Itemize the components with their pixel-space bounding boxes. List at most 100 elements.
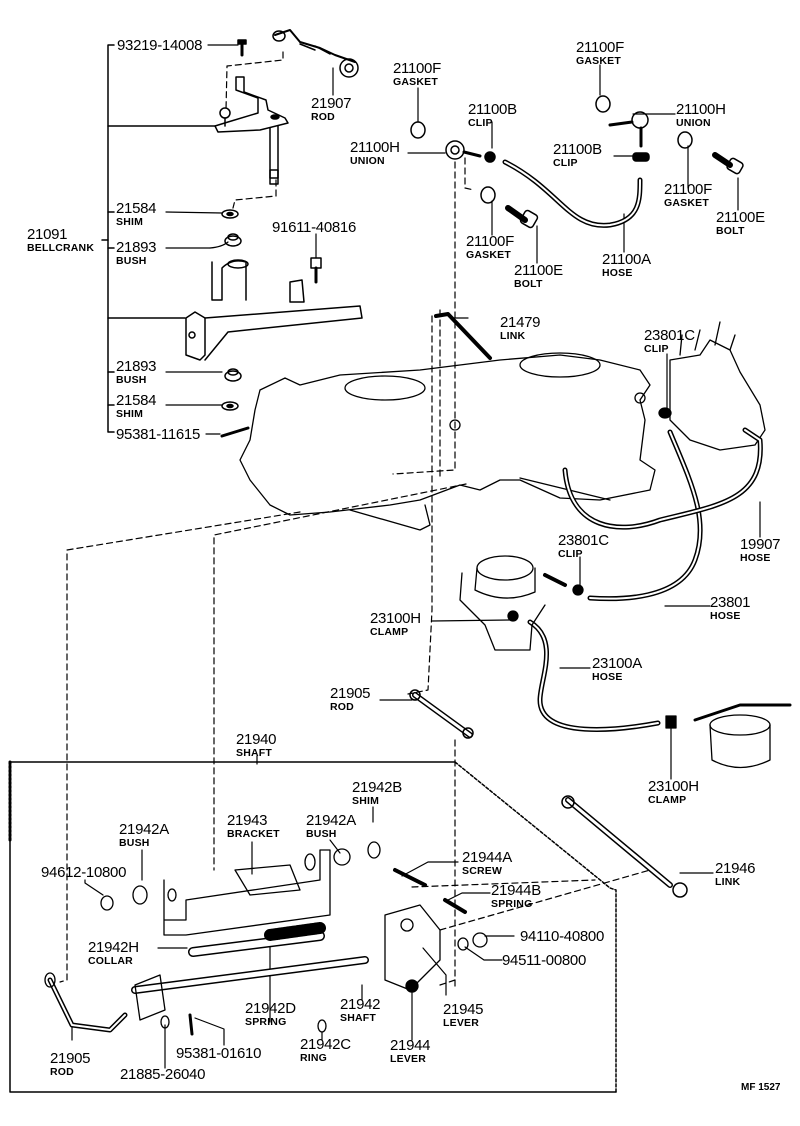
part-name: HOSE	[592, 671, 623, 683]
link-21946	[561, 795, 688, 898]
part-number: 23801C	[558, 532, 609, 549]
part-name: BUSH	[116, 255, 147, 267]
part-label-94511-00800[interactable]: 94511-00800	[502, 953, 586, 968]
part-label-94612-10800[interactable]: 94612-10800	[41, 865, 126, 880]
part-number: 21885-26040	[120, 1066, 206, 1083]
part-number: 21100B	[468, 101, 517, 118]
part-number: 21893	[116, 239, 157, 256]
part-number: 21100A	[602, 251, 651, 268]
part-name: SCREW	[462, 865, 503, 877]
part-name: SHAFT	[236, 747, 272, 759]
part-number: 21942A	[306, 812, 356, 829]
part-number: 19907	[740, 536, 781, 553]
bellcrank-21091	[214, 76, 289, 185]
part-number: 21942C	[300, 1036, 351, 1053]
part-number: 21100F	[466, 233, 514, 250]
part-number: 21905	[330, 685, 371, 702]
part-name: LEVER	[443, 1017, 480, 1029]
part-number: 21907	[311, 95, 352, 112]
part-name: ROD	[311, 111, 335, 123]
part-name: BOLT	[716, 225, 745, 237]
part-number: 21942B	[352, 779, 402, 796]
part-label-95381-01610[interactable]: 95381-01610	[176, 1046, 261, 1061]
assembly-dashed-lines	[59, 51, 651, 991]
part-number: 21091	[27, 226, 68, 243]
part-label-94110-40800[interactable]: 94110-40800	[520, 929, 604, 944]
part-label-93219-14008[interactable]: 93219-14008	[117, 38, 202, 53]
part-number: 91611-40816	[272, 219, 357, 236]
part-name: GASKET	[664, 197, 709, 209]
part-number: 93219-14008	[117, 37, 203, 54]
part-number: 23100H	[370, 610, 421, 627]
part-number: 21100H	[350, 139, 400, 156]
part-name: ROD	[330, 701, 354, 713]
part-name: HOSE	[602, 267, 633, 279]
part-number: 94612-10800	[41, 864, 127, 881]
part-label-21885-26040[interactable]: 21885-26040	[120, 1067, 205, 1082]
part-name: HOSE	[710, 610, 741, 622]
fuel-filter	[665, 703, 792, 769]
part-label-91611-40816[interactable]: 91611-40816	[272, 220, 356, 235]
carburetor	[239, 352, 656, 531]
part-name: CLIP	[644, 343, 669, 355]
bellcrank-bracket-lines	[101, 44, 216, 433]
part-number: 21942	[340, 996, 381, 1013]
part-number: 21944B	[491, 882, 541, 899]
part-name: SHAFT	[340, 1012, 376, 1024]
part-name: SHIM	[116, 216, 144, 228]
part-number: 95381-01610	[176, 1045, 262, 1062]
part-name: SHIM	[352, 795, 380, 807]
part-name: SPRING	[245, 1016, 287, 1028]
part-number: 95381-11615	[116, 426, 201, 443]
screw-93219	[237, 39, 247, 57]
part-name: LINK	[500, 330, 526, 342]
part-number: 21479	[500, 314, 541, 331]
part-label-95381-11615[interactable]: 95381-11615	[116, 427, 200, 442]
part-name: BOLT	[514, 278, 543, 290]
part-name: ROD	[50, 1066, 74, 1078]
